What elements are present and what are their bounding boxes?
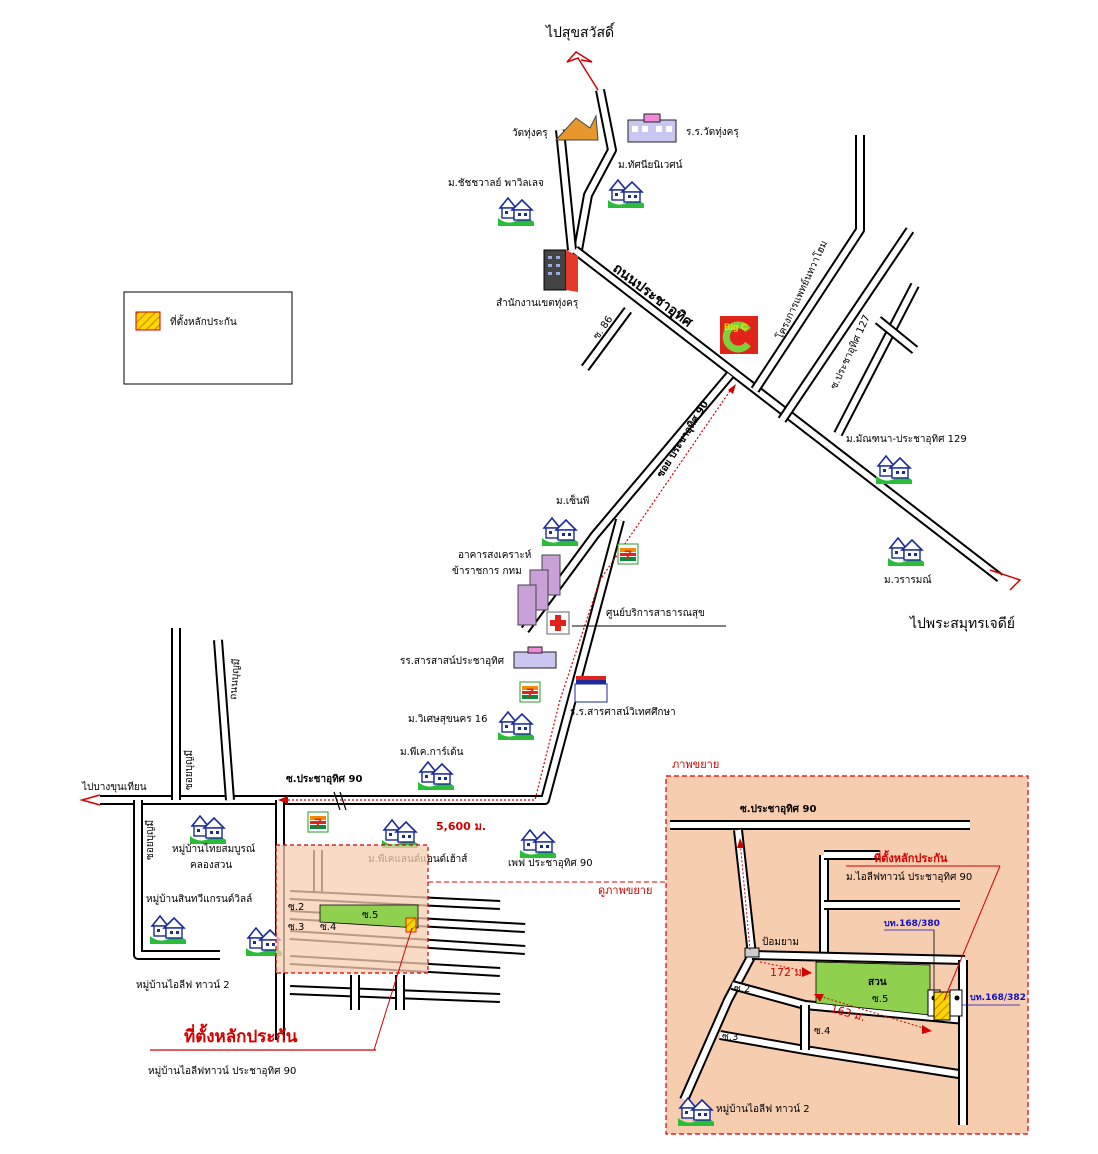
direction-west-label: ไปบางขุนเทียน <box>81 781 147 793</box>
inset-link-label: ดูภาพขยาย <box>598 884 652 897</box>
west-arrow-icon <box>79 794 101 806</box>
thai-somboon-label-2: คลองสวน <box>190 860 232 871</box>
school-icon <box>627 113 677 143</box>
legend-label: ที่ตั้งหลักประกัน <box>170 314 237 328</box>
inset-booth-label: ป้อมยาม <box>762 936 799 948</box>
inset-dist1-label: 172 ม. <box>770 966 805 979</box>
direction-southeast-label: ไปพระสมุทรเจดีย์ <box>909 615 1015 632</box>
m-chatchawan-label: ม.ชัชชวาลย์ พาวิลเลจ <box>448 177 544 189</box>
left-road-b-label: ถนนบุญมี <box>227 658 243 700</box>
house-icon <box>875 455 913 485</box>
m-manthana-label: ม.มัณฑนา-ประชาอุทิศ 129 <box>846 434 967 445</box>
inset-plot1-label: บท.168/380 <box>884 919 940 929</box>
seven-eleven-icon <box>617 543 639 565</box>
soi90-horizontal-label: ซ.ประชาอุทิศ 90 <box>286 773 362 785</box>
house-icon <box>381 819 419 849</box>
p-village-label: เพฟ ประชาอุทิศ 90 <box>508 858 593 869</box>
temple-icon <box>554 114 599 141</box>
house-icon <box>417 761 455 791</box>
inset-marker-title: ที่ตั้งหลักประกัน <box>874 850 948 865</box>
soi2-label: ซ.2 <box>288 902 304 913</box>
soi3-label: ซ.3 <box>288 922 304 933</box>
wat-label: วัดทุ่งครุ <box>512 128 548 139</box>
road-network <box>100 89 1004 1040</box>
ilif-town2-label: หมู่บ้านไอลีฟ ทาวน์ 2 <box>136 979 230 991</box>
inset-soi3-label: ซ.3 <box>722 1032 738 1043</box>
collateral-title: ที่ตั้งหลักประกัน <box>184 1023 298 1047</box>
flag-school-icon <box>574 676 608 703</box>
legend-box: ที่ตั้งหลักประกัน <box>123 291 293 385</box>
welfare-building-label-1: อาคารสงเคราะห์ <box>458 549 531 561</box>
health-cross-icon <box>546 611 570 635</box>
sarasas-wittes-label: ร.ร.สารศาสน์วิเทศศึกษา <box>570 706 676 718</box>
direction-north-label: ไปสุขสวัสดิ์ <box>545 22 616 41</box>
left-road-a-label: ซอยบุญมี <box>183 750 195 790</box>
route-arrow-tail <box>278 796 288 804</box>
house-icon <box>541 517 579 547</box>
inset-marker-sub: ม.ไอลีฟทาวน์ ประชาอุทิศ 90 <box>846 871 972 883</box>
soi90-diagonal-label: ซอย ประชาอุทิศ 90 <box>654 399 711 480</box>
district-office-label: สำนักงานเขตทุ่งครุ <box>496 298 579 309</box>
road-break-mark <box>333 791 347 811</box>
house-icon <box>149 915 187 945</box>
house-icon <box>519 829 557 859</box>
seven-eleven-icon <box>519 681 541 703</box>
school-wat-label: ร.ร.วัดทุ่งครุ <box>686 127 739 138</box>
house-icon <box>607 179 645 209</box>
bigc-logo-icon: Big C <box>720 316 758 354</box>
village-area: ซ.2 ซ.3 ซ.4 ซ.5 <box>275 844 429 974</box>
house-icon <box>497 711 535 741</box>
m-thanathorn-label: ม.ทัศนียนิเวศน์ <box>618 159 683 171</box>
health-center-label: ศูนย์บริการสาธารณสุข <box>606 607 705 619</box>
inset-village-label: หมู่บ้านไอลีฟ ทาวน์ 2 <box>716 1103 810 1115</box>
welfare-building-label-2: ข้าราชการ กทม <box>452 565 522 577</box>
sinthawee-label: หมู่บ้านสินทวีแกรนด์วิลล์ <box>146 893 252 905</box>
collateral-pointer <box>373 927 413 1051</box>
house-icon <box>887 537 925 567</box>
inset-park-label: สวน <box>868 977 887 988</box>
route-line <box>280 387 733 801</box>
inset-soi2-label: ซ.2 <box>734 984 750 995</box>
house-icon <box>497 197 535 227</box>
sarasas-school-label: รร.สารสาสน์ประชาอุทิศ <box>400 655 505 667</box>
m-senpee-label: ม.เซ็นพี <box>556 493 589 507</box>
office-building-icon <box>543 249 578 292</box>
soi5-label: ซ.5 <box>362 910 378 921</box>
collateral-subtitle: หมู่บ้านไอลีฟทาวน์ ประชาอุทิศ 90 <box>148 1065 296 1077</box>
inset-soi4-label: ซ.4 <box>814 1026 830 1037</box>
house-icon <box>189 815 227 845</box>
m-pk-garden-label: ม.พีเค.การ์เด้น <box>400 746 464 758</box>
inset-panel: ภาพขยาย สวน ซ.5 ป้อมยาม 172 ม. <box>665 758 1029 1135</box>
left-road-c-label: ซอยบุญมี <box>144 820 156 860</box>
north-arrow-icon <box>566 51 599 91</box>
guard-booth-icon <box>744 947 760 958</box>
seven-eleven-icon <box>307 811 329 833</box>
m-wiset-label: ม.วิเศษสุขนคร 16 <box>408 714 487 725</box>
inset-plot2-label: บท.168/382 <box>970 993 1026 1003</box>
apartment-building-icon <box>517 554 561 626</box>
route-arrow-head <box>728 384 736 394</box>
distance-main-label: 5,600 ม. <box>436 820 486 833</box>
m-waraman-label: ม.วรารมณ์ <box>884 574 932 586</box>
southeast-arrow-icon <box>989 569 1022 591</box>
school-icon <box>513 646 557 669</box>
inset-title: ภาพขยาย <box>672 758 719 771</box>
thai-somboon-label-1: หมู่บ้านไทยสมบูรณ์ <box>172 843 255 855</box>
inset-road-label: ซ.ประชาอุทิศ 90 <box>740 803 816 815</box>
svg-text:Big C: Big C <box>724 322 748 332</box>
inset-soi5-label: ซ.5 <box>872 994 888 1005</box>
soi4-label: ซ.4 <box>320 922 336 933</box>
